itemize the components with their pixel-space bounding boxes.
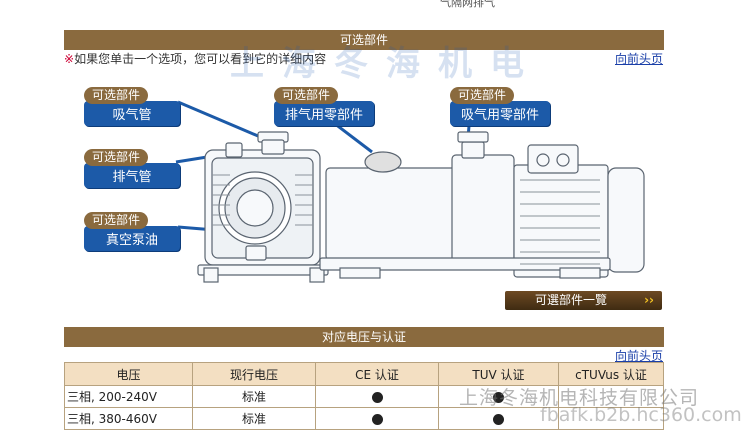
callout-tag: 可选部件	[84, 212, 149, 229]
back-to-top-link[interactable]: 向前头页	[615, 52, 664, 66]
callout-intake-pipe[interactable]: 可选部件 吸气管	[84, 84, 180, 126]
cell-current: 标准	[192, 407, 316, 430]
certified-dot-icon	[371, 413, 383, 425]
callout-label: 排气用零部件	[274, 101, 374, 126]
instruction-note: ※如果您单击一个选项，您可以看到它的详细内容	[64, 50, 326, 67]
back-to-top-link-2[interactable]: 向前头页	[615, 349, 664, 363]
col-header-ctuvus: cTUVus 认证	[558, 362, 664, 386]
table-row: 三相, 380-460V 标准	[64, 407, 664, 430]
callout-label: 排气管	[84, 163, 180, 188]
voltage-cert-title-bar: 对应电压与认证	[64, 327, 664, 347]
callout-tag: 可选部件	[84, 149, 149, 166]
callout-intake-parts[interactable]: 可选部件 吸气用零部件	[450, 84, 550, 126]
col-header-voltage: 电压	[64, 362, 193, 386]
callout-exhaust-pipe[interactable]: 可选部件 排气管	[84, 146, 180, 188]
callout-tag: 可选部件	[274, 87, 339, 104]
callout-exhaust-parts[interactable]: 可选部件 排气用零部件	[274, 84, 374, 126]
cell-ctuvus	[558, 407, 664, 430]
callout-label: 吸气用零部件	[450, 101, 550, 126]
callout-tag: 可选部件	[450, 87, 515, 104]
watermark-company: 上海冬海机电科技有限公司	[459, 387, 700, 409]
cell-ce	[315, 385, 439, 408]
col-header-tuv: TUV 认证	[438, 362, 559, 386]
watermark-url: fbafk.b2b.hc360.com	[540, 404, 742, 426]
col-header-current: 现行电压	[192, 362, 316, 386]
top-cut-text: 气隔网排气	[440, 0, 495, 9]
note-text: 如果您单击一个选项，您可以看到它的详细内容	[74, 52, 327, 66]
watermark-top: 上海冬海机电	[230, 44, 542, 84]
cell-voltage: 三相, 380-460V	[64, 407, 193, 430]
note-mark: ※	[64, 52, 75, 66]
certified-dot-icon	[493, 413, 504, 425]
optional-parts-title-bar: 可选部件	[64, 30, 664, 50]
callout-tag: 可选部件	[84, 87, 149, 104]
cell-voltage: 三相, 200-240V	[64, 385, 193, 408]
cell-ce	[315, 407, 439, 430]
certified-dot-icon	[371, 391, 383, 403]
parts-button-label: 可選部件一覽	[535, 293, 608, 307]
double-chevron-right-icon: ››	[644, 293, 654, 307]
col-header-ce: CE 认证	[315, 362, 439, 386]
cell-current: 标准	[192, 385, 316, 408]
optional-parts-list-button[interactable]: 可選部件一覽 ››	[505, 291, 662, 310]
callout-label: 真空泵油	[84, 226, 180, 251]
callout-vacuum-oil[interactable]: 可选部件 真空泵油	[84, 209, 180, 251]
certified-dot-icon	[493, 391, 504, 403]
callout-label: 吸气管	[84, 101, 180, 126]
voltage-cert-table: 电压 现行电压 CE 认证 TUV 认证 cTUVus 认证 三相, 200-2…	[64, 362, 664, 430]
